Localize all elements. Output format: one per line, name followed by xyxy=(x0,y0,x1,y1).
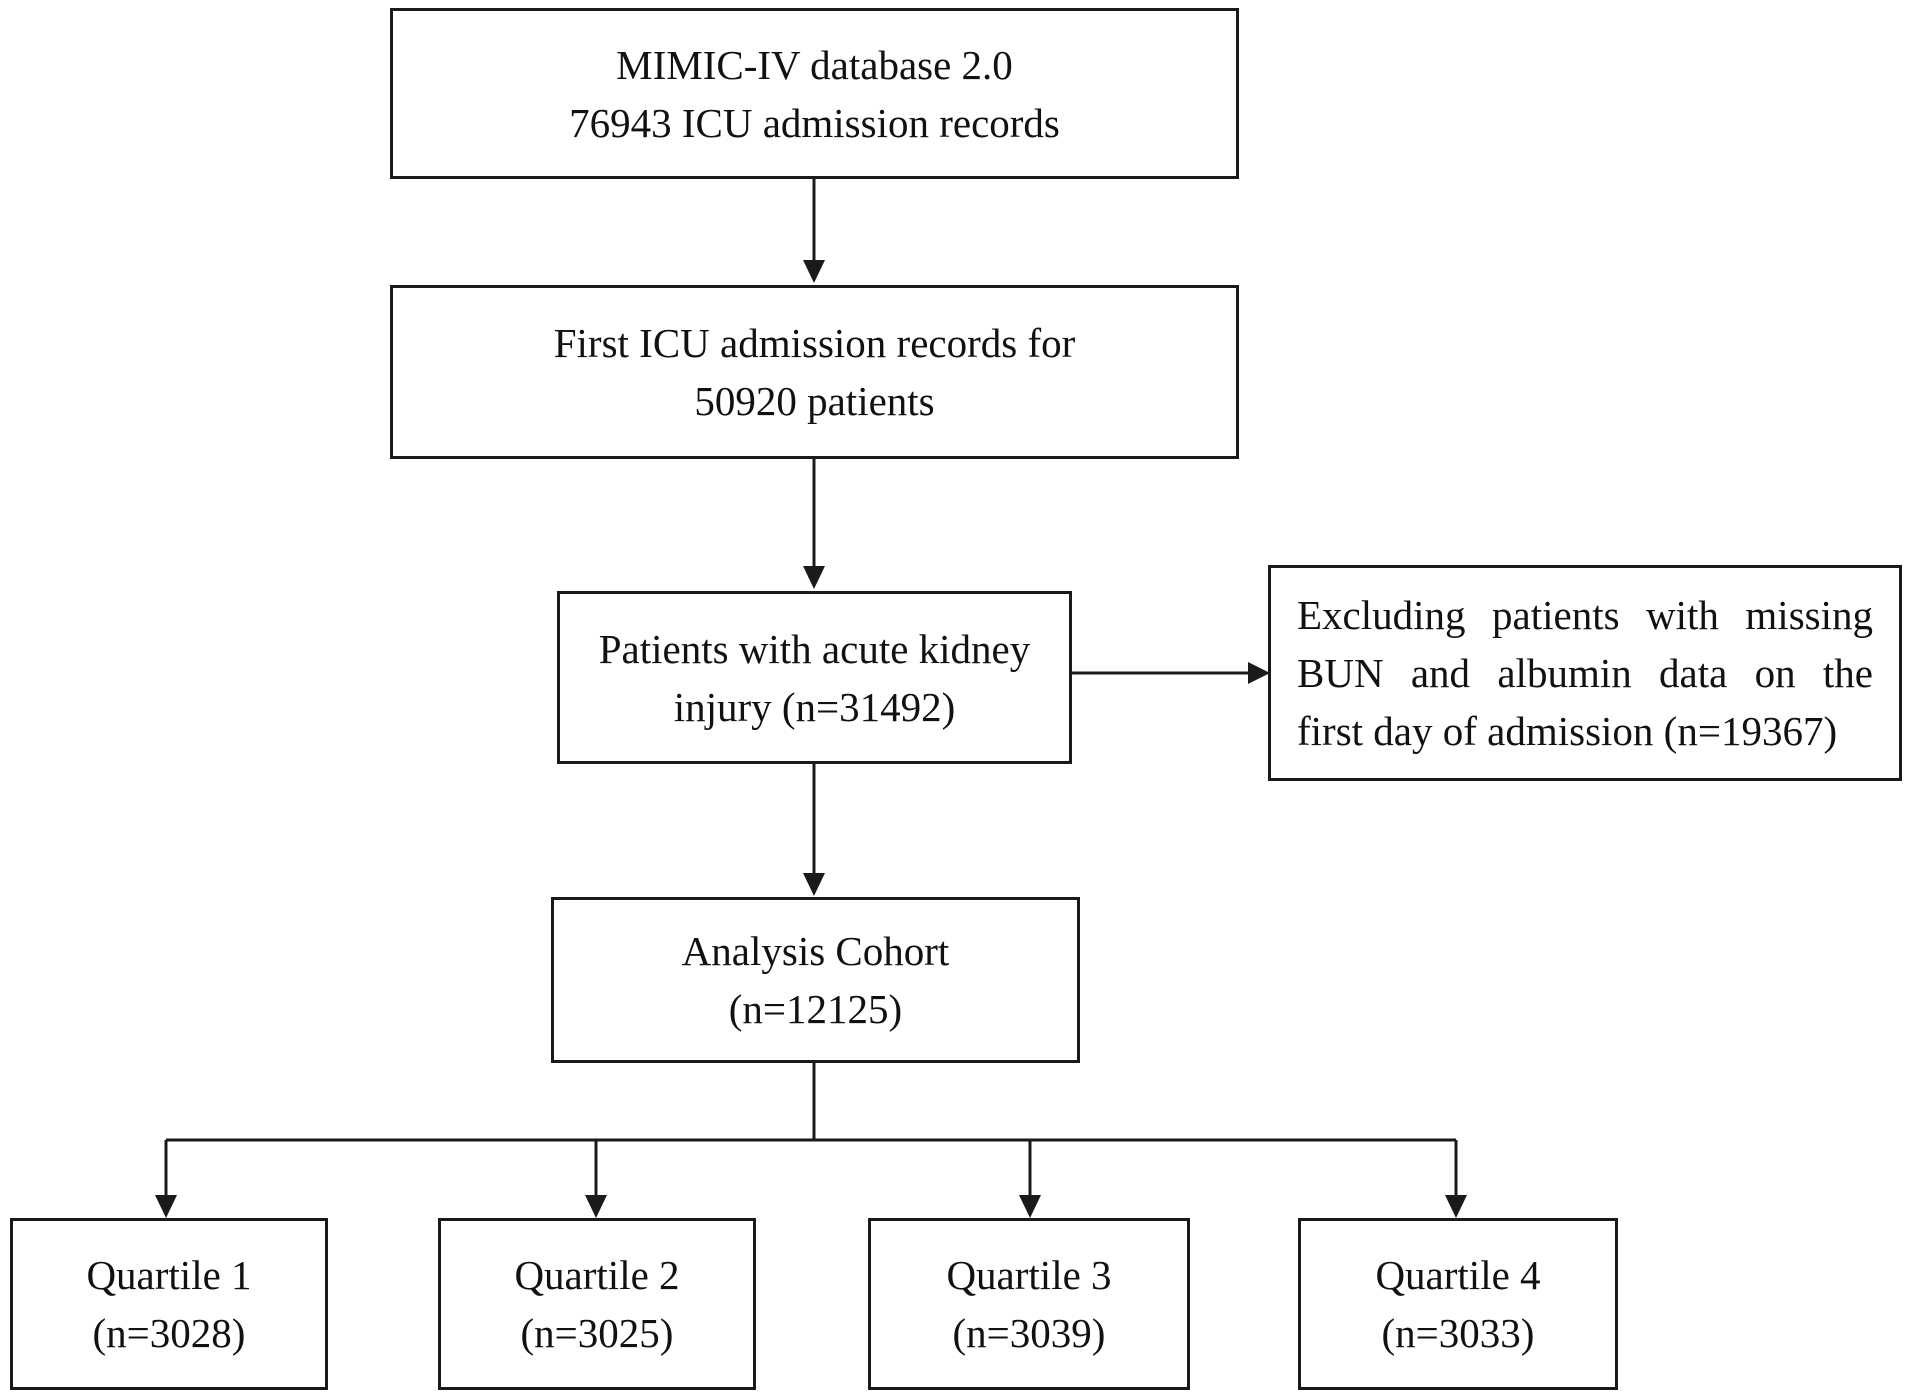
quartile-3-count: (n=3039) xyxy=(952,1310,1106,1356)
arrowhead-quartile-1 xyxy=(155,1195,177,1218)
quartile-3-label: Quartile 3 xyxy=(946,1252,1112,1298)
aki-line-1: Patients with acute kidney xyxy=(598,625,1031,672)
arrowhead-quartile-3 xyxy=(1019,1195,1041,1218)
quartile-2-box: Quartile 2 (n=3025) xyxy=(438,1218,756,1390)
exclusion-line-2: BUN and albumin data on the xyxy=(1297,650,1873,696)
quartile-4-label: Quartile 4 xyxy=(1375,1252,1541,1298)
quartile-1-box: Quartile 1 (n=3028) xyxy=(10,1218,328,1390)
quartile-1-label: Quartile 1 xyxy=(86,1252,252,1298)
source-database-box: MIMIC-IV database 2.0 76943 ICU admissio… xyxy=(390,8,1239,179)
exclusion-box: Excluding patients with missing BUN and … xyxy=(1268,565,1902,781)
arrowhead-aki xyxy=(803,566,825,589)
quartile-3-box: Quartile 3 (n=3039) xyxy=(868,1218,1190,1390)
aki-patients-box: Patients with acute kidney injury (n=314… xyxy=(557,591,1072,764)
source-line-1: MIMIC-IV database 2.0 xyxy=(616,41,1013,88)
arrowhead-cohort xyxy=(803,873,825,896)
arrowhead-exclusion xyxy=(1248,662,1270,684)
exclusion-line-3: first day of admission (n=19367) xyxy=(1297,708,1838,754)
arrowhead-first-admission xyxy=(803,260,825,283)
analysis-cohort-box: Analysis Cohort (n=12125) xyxy=(551,897,1080,1063)
quartile-1-count: (n=3028) xyxy=(92,1310,246,1356)
quartile-2-label: Quartile 2 xyxy=(514,1252,680,1298)
cohort-line-2: (n=12125) xyxy=(728,986,903,1032)
first-admission-line-2: 50920 patients xyxy=(694,378,935,424)
quartile-4-box: Quartile 4 (n=3033) xyxy=(1298,1218,1618,1390)
quartile-4-count: (n=3033) xyxy=(1381,1310,1535,1356)
cohort-line-1: Analysis Cohort xyxy=(681,928,950,974)
exclusion-line-1: Excluding patients with missing xyxy=(1297,592,1873,638)
first-admission-box: First ICU admission records for 50920 pa… xyxy=(390,285,1239,459)
quartile-2-count: (n=3025) xyxy=(520,1310,674,1356)
arrowhead-quartile-4 xyxy=(1445,1195,1467,1218)
aki-line-2: injury (n=31492) xyxy=(673,683,956,730)
source-line-2: 76943 ICU admission records xyxy=(569,99,1060,146)
first-admission-line-1: First ICU admission records for xyxy=(553,320,1076,366)
arrowhead-quartile-2 xyxy=(585,1195,607,1218)
